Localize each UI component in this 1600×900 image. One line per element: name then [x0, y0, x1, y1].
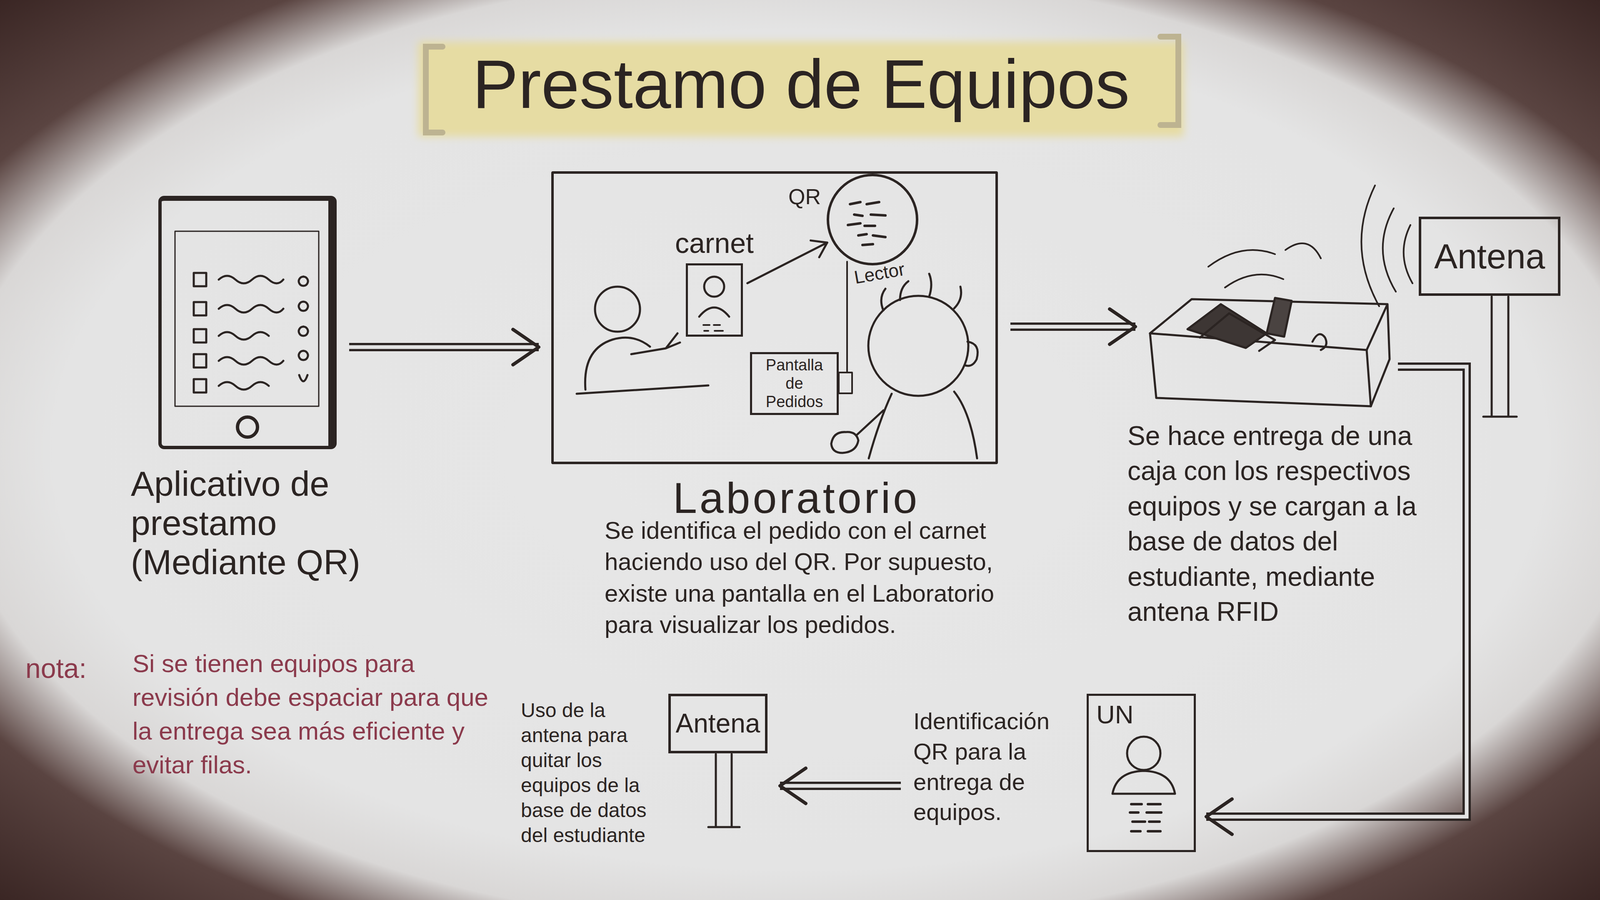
card-photo-head: [1127, 736, 1161, 770]
person-head: [595, 286, 640, 332]
person-body: [585, 333, 680, 390]
connector-arrow: [349, 329, 539, 365]
note-marker: nota:: [25, 652, 87, 685]
node-label: QR: [782, 183, 821, 210]
desk-line: [576, 385, 709, 394]
qr-pattern: [847, 202, 886, 245]
node-label: Antena: [675, 708, 761, 740]
laptop-item: [1200, 313, 1275, 351]
node-caption: Aplicativo de prestamo (Mediante QR): [130, 464, 398, 582]
connector-line: [780, 781, 901, 790]
connector-arrow: [780, 768, 901, 804]
person-body: [856, 391, 978, 459]
lab-scene-frame: LaboratorioSe identifica el pedido con e…: [551, 171, 998, 465]
node-description: Identificación QR para la entrega de equ…: [913, 706, 1080, 828]
reader-line: [846, 261, 848, 373]
tablet-device: Aplicativo de prestamo (Mediante QR): [158, 195, 337, 450]
card-qr: [1130, 804, 1162, 832]
arrow-head: [810, 240, 828, 258]
title-highlight: [418, 41, 1184, 137]
arrow-head: [780, 768, 806, 804]
order-screen-box: Pantalla de Pedidos: [750, 352, 839, 415]
id-card: UN: [1086, 693, 1196, 853]
node-heading: Laboratorio: [650, 472, 943, 525]
equipment-box: Se hace entrega de una caja con los resp…: [1147, 291, 1390, 413]
box-top: [1150, 299, 1390, 407]
antenna-station: Antena Uso de la antena para quitar los e…: [520, 693, 768, 873]
box-front: [1150, 333, 1371, 407]
qr-circle: QR: [826, 173, 919, 266]
node-description: Uso de la antena para quitar los equipos…: [520, 697, 659, 848]
tablet-screen: [175, 231, 319, 407]
home-button: [237, 417, 258, 438]
antenna-post: [708, 754, 740, 828]
node-label: Pantalla de Pedidos: [759, 356, 830, 411]
connector-line: [349, 342, 539, 352]
connector-line: [747, 242, 828, 283]
connector-arrow: [1010, 309, 1136, 345]
student-card: carnet: [685, 263, 743, 337]
antenna-sign: Antena: [668, 693, 768, 754]
card-qr: [703, 325, 723, 331]
antenna-post: [1483, 296, 1517, 417]
person-ear: [965, 341, 978, 366]
diagram-title: Prestamo de Equipos: [418, 46, 1184, 123]
radio-wave: [1208, 243, 1321, 288]
arrow-head: [1206, 799, 1233, 835]
reader-device: [838, 372, 853, 394]
checkbox-icon: [193, 272, 207, 393]
node-label: carnet: [669, 226, 760, 261]
radio-wave: [1361, 185, 1413, 307]
connector-gap: [780, 784, 901, 788]
node-description: Se identifica el pedido con el carnet ha…: [604, 514, 1026, 641]
student-id-station: UN Identificación QR para la entrega de e…: [913, 693, 1196, 853]
node-label: Antena: [1434, 236, 1545, 277]
item-scribble: [1312, 334, 1327, 350]
connector-gap: [1010, 325, 1136, 329]
card-photo-body: [699, 307, 730, 317]
status-mark: [298, 276, 308, 382]
card-photo-body: [1112, 770, 1175, 794]
phone-item: [1266, 297, 1292, 337]
node-description: Se hace entrega de una caja con los resp…: [1127, 418, 1445, 630]
arrow-head: [512, 329, 539, 365]
connector-arrow: [747, 240, 828, 284]
antenna-sign: Antena: [1418, 216, 1561, 296]
person-hand: [831, 432, 859, 453]
connector-line: [1010, 322, 1136, 331]
device-label: Lector: [852, 258, 907, 289]
card-photo-head: [704, 276, 725, 297]
arrow-head: [1109, 309, 1136, 345]
connector-gap: [349, 345, 539, 350]
card-logo: UN: [1096, 699, 1134, 730]
note-text: Si se tienen equipos para revisión debe …: [132, 646, 508, 782]
list-scribble: [218, 275, 284, 390]
laptop-item: [1187, 304, 1267, 348]
